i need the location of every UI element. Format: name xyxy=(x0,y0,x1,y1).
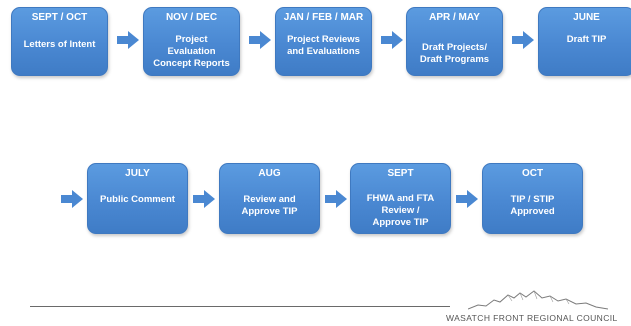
step-nov-dec: NOV / DEC Project Evaluation Concept Rep… xyxy=(143,7,240,76)
step-aug: AUG Review and Approve TIP xyxy=(219,163,320,234)
step-header: JUNE xyxy=(573,12,600,23)
step-header: NOV / DEC xyxy=(165,12,218,23)
step-body: Project Reviews and Evaluations xyxy=(287,34,360,57)
step-june: JUNE Draft TIP xyxy=(538,7,631,76)
arrow-right-icon xyxy=(61,190,83,208)
step-header: AUG xyxy=(258,168,281,179)
step-sept-oct: SEPT / OCT Letters of Intent xyxy=(11,7,108,76)
step-header: SEPT xyxy=(387,168,414,179)
step-apr-may: APR / MAY Draft Projects/ Draft Programs xyxy=(406,7,503,76)
arrow-right-icon xyxy=(325,190,347,208)
arrow-right-icon xyxy=(193,190,215,208)
step-jan-feb-mar: JAN / FEB / MAR Project Reviews and Eval… xyxy=(275,7,372,76)
footer-divider xyxy=(30,306,450,307)
step-header: SEPT / OCT xyxy=(31,12,88,23)
step-body: Review and Approve TIP xyxy=(241,194,298,217)
mountain-logo-icon xyxy=(467,289,609,311)
step-header: JULY xyxy=(125,168,150,179)
arrow-right-icon xyxy=(381,31,403,49)
arrow-right-icon xyxy=(117,31,139,49)
step-july: JULY Public Comment xyxy=(87,163,188,234)
step-body: Draft TIP xyxy=(566,34,607,45)
step-body: Draft Projects/ Draft Programs xyxy=(419,42,490,65)
arrow-right-icon xyxy=(456,190,478,208)
step-body: Letters of Intent xyxy=(23,39,96,50)
organization-name: WASATCH FRONT REGIONAL COUNCIL xyxy=(446,313,618,323)
step-body: FHWA and FTA Review / Approve TIP xyxy=(366,193,435,228)
step-body: TIP / STIP Approved xyxy=(510,194,555,217)
step-oct: OCT TIP / STIP Approved xyxy=(482,163,583,234)
arrow-right-icon xyxy=(512,31,534,49)
step-header: JAN / FEB / MAR xyxy=(283,12,364,23)
step-body: Project Evaluation Concept Reports xyxy=(153,34,230,69)
step-sept-review: SEPT FHWA and FTA Review / Approve TIP xyxy=(350,163,451,234)
step-header: APR / MAY xyxy=(429,12,480,23)
step-header: OCT xyxy=(521,168,544,179)
arrow-right-icon xyxy=(249,31,271,49)
step-body: Public Comment xyxy=(100,194,175,205)
